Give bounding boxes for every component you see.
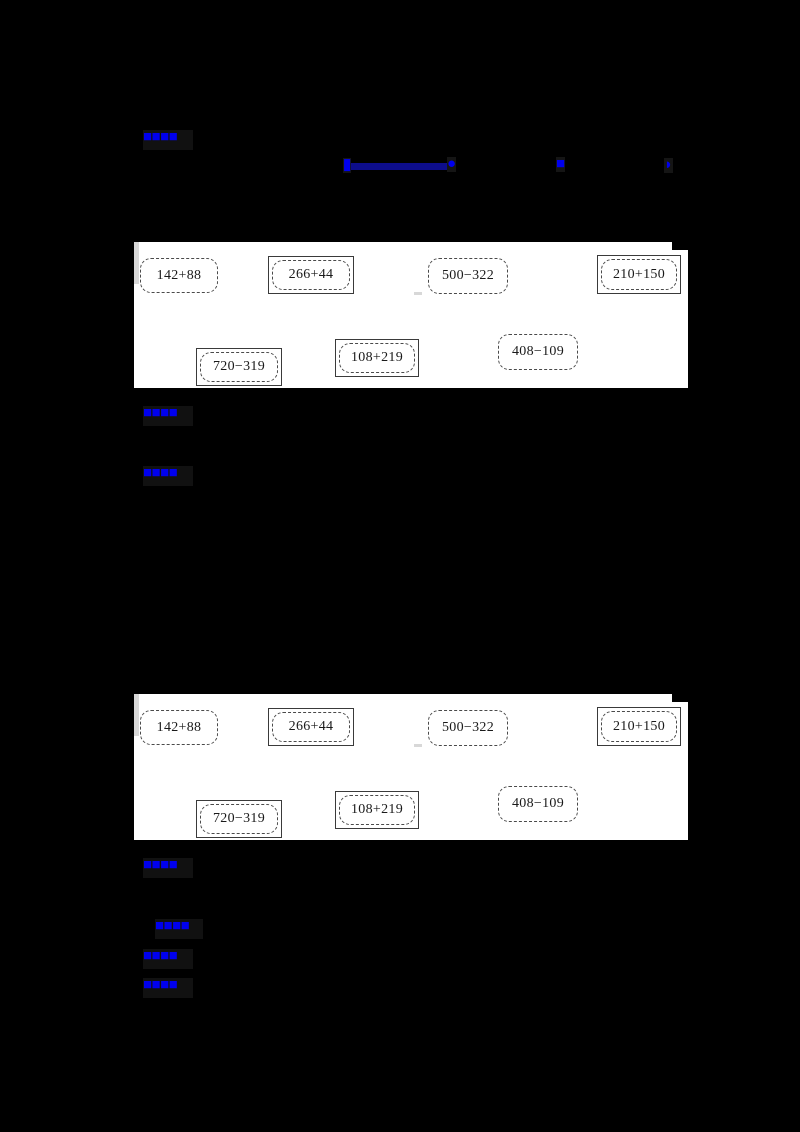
expression-chip[interactable]: 142+88 <box>140 710 218 745</box>
expression-text: 408−109 <box>512 796 564 811</box>
expression-text: 500−322 <box>442 268 494 283</box>
redacted-text-caption-a: ■■■■ <box>143 406 193 426</box>
expression-chip-border: 500−322 <box>428 258 508 294</box>
expression-chip[interactable]: 500−322 <box>428 258 508 294</box>
redacted-text-caption-c: ■■■■ <box>143 858 193 878</box>
worksheet-panel-1-scan-artifact-1 <box>134 242 139 284</box>
expression-chip-border: 210+150 <box>601 259 677 290</box>
expression-chip-border: 108+219 <box>339 343 415 373</box>
expression-chip-border: 210+150 <box>601 711 677 742</box>
worksheet-panel-2-corner-notch <box>672 694 688 702</box>
expression-text: 408−109 <box>512 344 564 359</box>
expression-text: 108+219 <box>351 802 403 817</box>
expression-text: 142+88 <box>156 719 202 735</box>
expression-chip-border: 142+88 <box>140 258 218 293</box>
expression-chip[interactable]: 720−319 <box>196 800 282 838</box>
redacted-text-heading-top: ■■■■ <box>143 130 193 150</box>
expression-chip-border: 720−319 <box>200 352 278 382</box>
worksheet-panel-2-scan-artifact-2 <box>414 744 422 747</box>
expression-chip[interactable]: 210+150 <box>597 707 681 746</box>
top-marker-1: ▮ <box>343 158 352 173</box>
expression-chip[interactable]: 266+44 <box>268 708 354 746</box>
expression-chip-border: 108+219 <box>339 795 415 825</box>
top-marker-2: ● <box>447 157 457 172</box>
expression-chip-border: 408−109 <box>498 786 578 822</box>
redacted-text-caption-e: ■■■■ <box>143 949 193 969</box>
top-horizontal-rule <box>345 163 453 170</box>
expression-text: 266+44 <box>288 719 334 734</box>
expression-chip-border: 500−322 <box>428 710 508 746</box>
expression-chip[interactable]: 108+219 <box>335 339 419 377</box>
expression-text: 108+219 <box>351 350 403 365</box>
expression-chip-border: 266+44 <box>272 712 350 742</box>
expression-text: 210+150 <box>613 266 665 282</box>
expression-chip[interactable]: 408−109 <box>498 334 578 370</box>
worksheet-panel-2-scan-artifact-1 <box>134 694 139 736</box>
expression-text: 500−322 <box>442 720 494 735</box>
expression-text: 210+150 <box>613 718 665 734</box>
redacted-text-caption-b: ■■■■ <box>143 466 193 486</box>
expression-chip-border: 408−109 <box>498 334 578 370</box>
redacted-text-caption-f: ■■■■ <box>143 978 193 998</box>
worksheet-panel-1-scan-artifact-2 <box>414 292 422 295</box>
expression-chip-border: 266+44 <box>272 260 350 290</box>
expression-chip[interactable]: 142+88 <box>140 258 218 293</box>
expression-text: 142+88 <box>156 267 202 283</box>
expression-chip[interactable]: 500−322 <box>428 710 508 746</box>
expression-chip-border: 142+88 <box>140 710 218 745</box>
redacted-text-caption-d: ■■■■ <box>155 919 203 939</box>
expression-text: 266+44 <box>288 267 334 282</box>
expression-text: 720−319 <box>213 811 265 826</box>
worksheet-panel-1-corner-notch <box>672 242 688 250</box>
expression-chip[interactable]: 720−319 <box>196 348 282 386</box>
expression-text: 720−319 <box>213 359 265 374</box>
expression-chip-border: 720−319 <box>200 804 278 834</box>
expression-chip[interactable]: 408−109 <box>498 786 578 822</box>
top-marker-3: ■ <box>556 157 566 172</box>
expression-chip[interactable]: 210+150 <box>597 255 681 294</box>
top-marker-4: ◗ <box>664 158 674 173</box>
expression-chip[interactable]: 266+44 <box>268 256 354 294</box>
expression-chip[interactable]: 108+219 <box>335 791 419 829</box>
